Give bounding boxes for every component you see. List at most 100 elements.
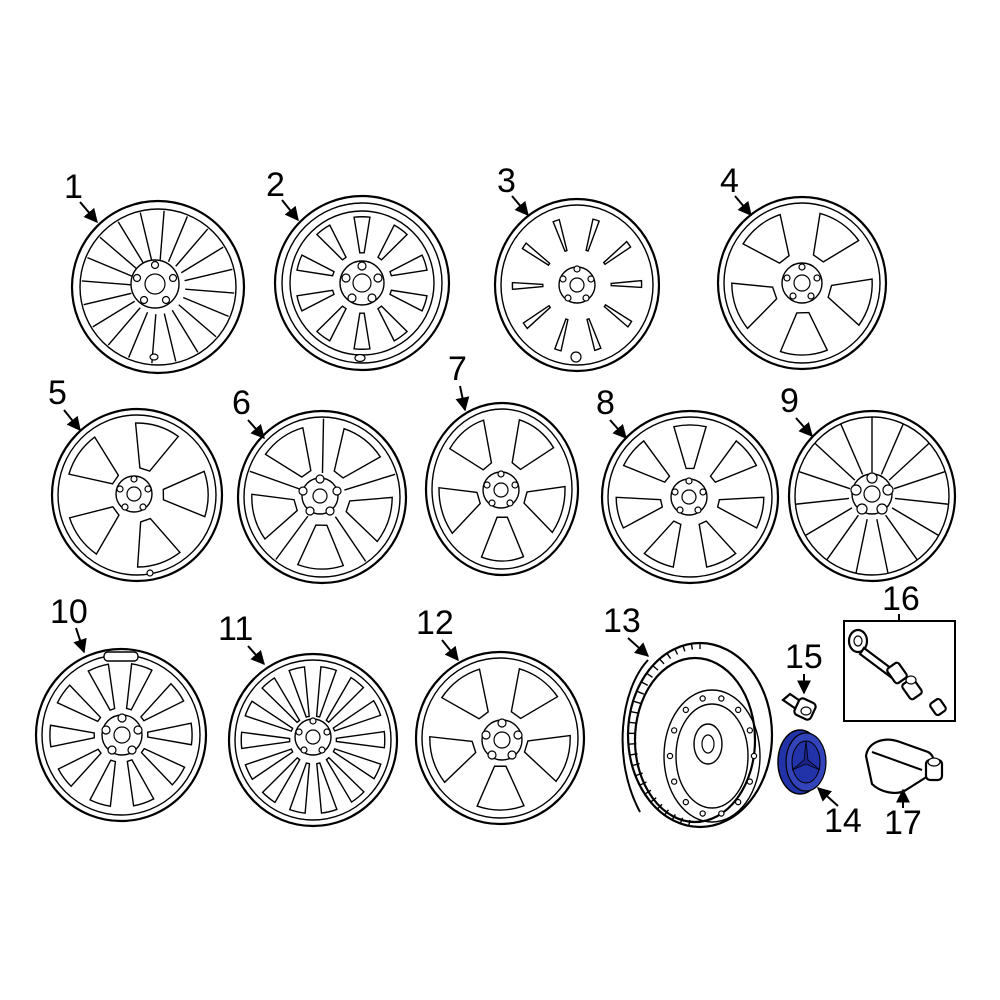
wheel-11-window bbox=[335, 730, 386, 749]
wheel-11-window bbox=[315, 666, 338, 718]
wheel-1-spoke-line bbox=[180, 246, 224, 274]
wheel-11-window bbox=[244, 748, 294, 781]
tire-tread-line bbox=[630, 710, 639, 714]
tire-tread-line bbox=[682, 645, 686, 652]
wheel-3-window bbox=[521, 242, 551, 267]
callout-1: 1 bbox=[64, 168, 83, 206]
wheel-2[interactable] bbox=[273, 194, 451, 372]
wheel-1-spoke-line bbox=[92, 300, 136, 328]
wheel-9-spoke-line bbox=[880, 423, 904, 475]
rim-vent-hole bbox=[682, 706, 690, 714]
bolt-15[interactable] bbox=[781, 692, 817, 721]
callout-12-arrow bbox=[441, 639, 459, 662]
rim-vent-hole bbox=[734, 798, 742, 806]
wheel-1-spoke-line bbox=[185, 288, 235, 294]
tire-tread-line bbox=[659, 658, 665, 665]
wheel-1-spoke-line bbox=[99, 236, 138, 270]
tire-tread-line bbox=[640, 681, 649, 686]
wheel-9-spoke-line bbox=[840, 423, 864, 475]
tire-tread-line bbox=[679, 817, 684, 824]
wheel-4-window bbox=[742, 213, 790, 265]
wheel-4[interactable] bbox=[716, 195, 888, 371]
wheel-3[interactable] bbox=[493, 197, 661, 373]
wheel-3-window bbox=[602, 240, 632, 266]
wheel-3-window bbox=[522, 304, 552, 330]
wheel-6[interactable] bbox=[236, 409, 408, 585]
callout-11-arrow bbox=[247, 645, 265, 666]
tire-tread-line bbox=[646, 672, 653, 678]
wheel-11-window bbox=[261, 676, 301, 724]
wheel-9-spoke-line bbox=[795, 497, 850, 505]
callout-14-arrow bbox=[816, 787, 839, 807]
tire-tread-line bbox=[690, 643, 694, 650]
rim-vent-hole bbox=[670, 727, 678, 734]
wheel-1-spoke-line bbox=[178, 304, 217, 338]
wheel-8[interactable] bbox=[600, 409, 780, 585]
wheel-6-window bbox=[296, 524, 345, 570]
wheel-1-spoke-line bbox=[87, 256, 134, 278]
wheel-8-window bbox=[709, 439, 758, 484]
wheel-3-window bbox=[586, 317, 602, 352]
wheel-1-spoke-line bbox=[127, 311, 149, 358]
tire-tread-line bbox=[631, 762, 640, 767]
wheel-11-window bbox=[332, 699, 382, 732]
wheel-10[interactable] bbox=[34, 647, 208, 823]
wheel-6-spoke-line bbox=[275, 515, 309, 560]
wheel-5-window bbox=[136, 517, 181, 568]
wheel-11[interactable] bbox=[227, 652, 399, 828]
tpms-sensor-17[interactable] bbox=[864, 738, 944, 794]
rim-vent-hole bbox=[734, 706, 742, 714]
wheel-2-window bbox=[389, 289, 428, 312]
wheel-10-window bbox=[140, 682, 185, 722]
callout-13-arrow bbox=[627, 637, 650, 657]
wheel-3-window bbox=[552, 218, 568, 253]
wheel-4-window bbox=[812, 212, 860, 263]
wheel-11-window bbox=[288, 666, 310, 718]
tire-tread-line bbox=[628, 721, 637, 724]
wheel-9-spoke-line bbox=[855, 519, 868, 574]
wheel-7[interactable] bbox=[424, 401, 580, 577]
wheel-2-window bbox=[389, 254, 428, 277]
wheel-9[interactable] bbox=[787, 409, 957, 583]
wheel-2-window bbox=[353, 216, 371, 254]
tire-tread-line bbox=[674, 648, 679, 655]
wheel-6-window bbox=[333, 427, 382, 479]
wheel-1-spoke-line bbox=[83, 292, 132, 306]
wheel-5[interactable] bbox=[50, 407, 224, 583]
wheel-8-window bbox=[716, 496, 765, 529]
wheel-10-window bbox=[89, 759, 117, 807]
wheel-10-window bbox=[57, 748, 102, 788]
valve-stem-kit-16[interactable] bbox=[843, 620, 956, 722]
rim-vent-hole bbox=[699, 695, 706, 702]
callout-17: 17 bbox=[884, 804, 922, 842]
wheel-6-spoke-line bbox=[334, 516, 367, 562]
spare-tire-13[interactable] bbox=[621, 641, 774, 829]
wheel-8-window bbox=[615, 496, 664, 529]
tire-tread-line bbox=[688, 819, 691, 827]
wheel-1-spoke-line bbox=[139, 212, 153, 261]
wheel-7-window bbox=[480, 516, 525, 562]
wheel-2-window bbox=[377, 224, 409, 261]
callout-11: 11 bbox=[218, 610, 253, 648]
wheel-6-window bbox=[251, 493, 299, 541]
wheel-11-window bbox=[332, 748, 382, 780]
wheel-9-spoke-line bbox=[891, 507, 940, 537]
wheel-9-spoke-line bbox=[888, 442, 930, 481]
wheel-5-window bbox=[134, 422, 180, 472]
wheel-9-spoke-line bbox=[885, 514, 918, 561]
center-cap-14[interactable] bbox=[777, 729, 827, 795]
wheel-12[interactable] bbox=[414, 650, 586, 826]
wheel-2-window bbox=[315, 224, 347, 261]
tire-tread-line bbox=[632, 700, 641, 705]
wheel-9-spoke-line bbox=[814, 442, 856, 481]
wheel-1-spoke-line bbox=[163, 313, 177, 362]
wheel-1[interactable] bbox=[70, 199, 246, 375]
callout-10: 10 bbox=[50, 593, 88, 631]
callout-14: 14 bbox=[824, 802, 862, 840]
tire-tread-line bbox=[656, 803, 663, 810]
wheel-8-window bbox=[643, 520, 682, 568]
callout-2-arrow bbox=[281, 199, 299, 222]
tire-tread-line bbox=[671, 814, 676, 821]
wheel-11-window bbox=[240, 731, 291, 750]
wheel-10-window bbox=[125, 663, 153, 711]
